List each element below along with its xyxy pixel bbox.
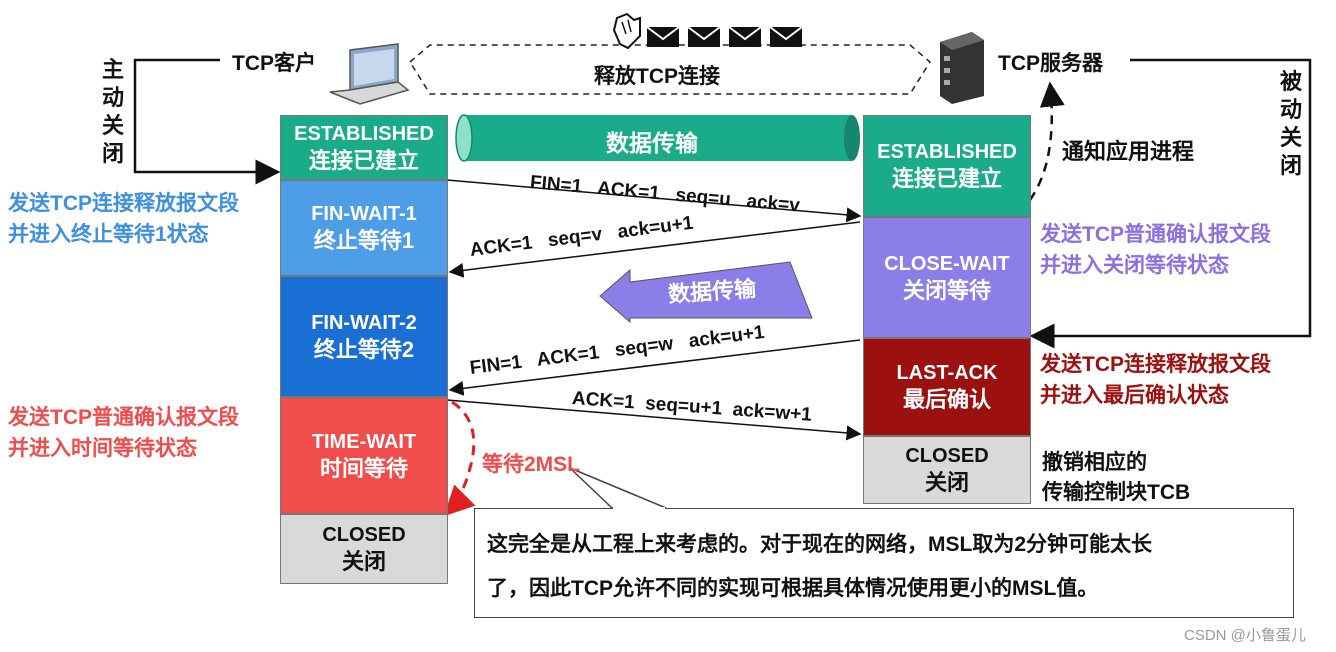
right-black-annotation-1: 撤销相应的 <box>1042 451 1147 474</box>
right-purple-annotation-2: 并进入关闭等待状态 <box>1040 254 1229 277</box>
server-icon <box>940 32 984 104</box>
release-label: 释放TCP连接 <box>594 65 720 88</box>
fin2-arrow <box>448 339 861 396</box>
wait-2msl-arrow <box>443 400 476 517</box>
passive-close-bracket <box>1029 58 1312 349</box>
left-red-annotation-1: 发送TCP普通确认报文段 <box>8 406 239 429</box>
notify-app-arrow <box>1028 81 1065 201</box>
notify-app-label: 通知应用进程 <box>1062 139 1195 164</box>
watermark: CSDN @小鲁蛋儿 <box>1184 627 1306 644</box>
note-line-1: 这完全是从工程上来考虑的。对于现在的网络，MSL取为2分钟可能太长 <box>487 533 1153 556</box>
passive-close-label: 被动关闭 <box>1279 69 1302 178</box>
left-blue-annotation-1: 发送TCP连接释放报文段 <box>8 192 239 215</box>
right-red-annotation-1: 发送TCP连接释放报文段 <box>1040 353 1271 376</box>
active-close-label: 主动关闭 <box>101 57 124 166</box>
release-dashed-arrow <box>409 44 931 95</box>
ack2-arrow <box>446 399 862 441</box>
right-purple-annotation-1: 发送TCP普通确认报文段 <box>1040 223 1271 246</box>
data-transfer-pipe <box>455 114 860 162</box>
right-red-annotation-2: 并进入最后确认状态 <box>1040 384 1229 407</box>
ack1-arrow <box>448 221 861 278</box>
note-box: 这完全是从工程上来考虑的。对于现在的网络，MSL取为2分钟可能太长 了，因此TC… <box>474 508 1294 618</box>
laptop-icon <box>329 43 410 105</box>
data-transfer-label-top: 数据传输 <box>606 130 698 156</box>
left-blue-annotation-2: 并进入终止等待1状态 <box>8 223 209 246</box>
wait-2msl-label: 等待2MSL <box>482 453 581 476</box>
active-close-bracket <box>133 58 281 185</box>
fin1-arrow <box>446 179 862 223</box>
hand-wave-icon <box>612 12 641 50</box>
right-black-annotation-2: 传输控制块TCB <box>1042 481 1191 504</box>
client-label: TCP客户 <box>232 52 316 75</box>
envelope-icons <box>646 26 803 47</box>
left-red-annotation-2: 并进入时间等待状态 <box>8 437 197 460</box>
note-line-2: 了，因此TCP允许不同的实现可根据具体情况使用更小的MSL值。 <box>487 577 1099 600</box>
note-pointer <box>569 467 667 509</box>
server-label: TCP服务器 <box>998 52 1103 75</box>
data-transfer-label-back: 数据传输 <box>667 275 757 308</box>
data-transfer-back-arrow <box>599 261 813 324</box>
